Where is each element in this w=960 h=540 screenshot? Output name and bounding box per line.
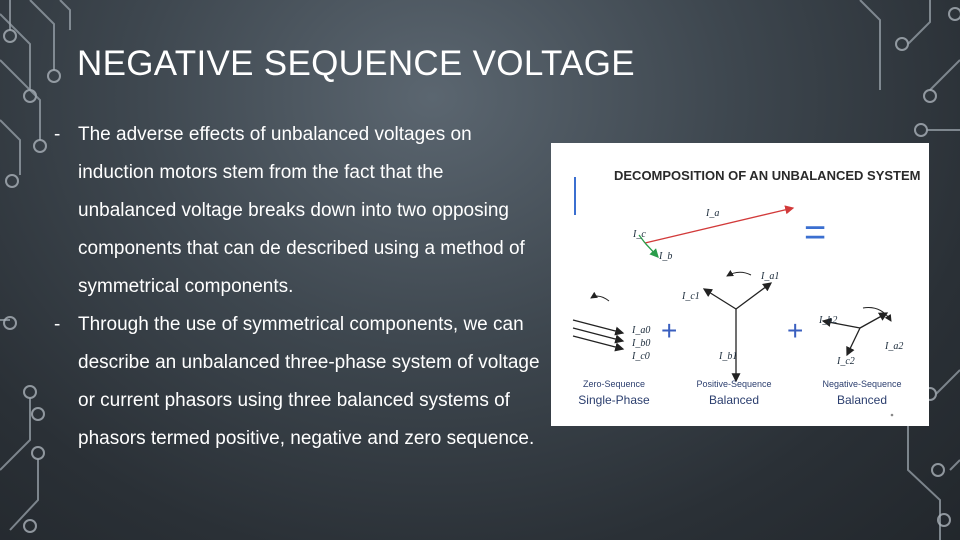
label-ia0: I_a0 — [631, 325, 650, 336]
label-ic1: I_c1 — [681, 291, 700, 302]
phasor-b0 — [572, 327, 625, 344]
bullet-list: - The adverse effects of unbalanced volt… — [52, 116, 542, 458]
slide-title: NEGATIVE SEQUENCE VOLTAGE — [77, 44, 635, 83]
phasor-ic2 — [846, 327, 861, 357]
label-ib: I_b — [658, 251, 672, 262]
plus-sign: + — [787, 315, 803, 346]
label-ib1: I_b1 — [718, 351, 737, 362]
bullet-text: The adverse effects of unbalanced voltag… — [78, 124, 525, 297]
rotation-arrow-zero — [590, 291, 610, 302]
figure-heading: DECOMPOSITION OF AN UNBALANCED SYSTEM — [614, 168, 920, 183]
label-ia2: I_a2 — [884, 341, 903, 352]
bullet-text: Through the use of symmetrical component… — [78, 314, 540, 449]
label-ib0: I_b0 — [631, 338, 650, 349]
label-ia1: I_a1 — [760, 271, 779, 282]
bullet-marker: - — [54, 314, 61, 335]
bullet-item: - The adverse effects of unbalanced volt… — [52, 116, 542, 306]
caption-positive-line1: Positive-Sequence — [696, 379, 771, 389]
equals-sign: = — [804, 212, 826, 254]
plus-sign: + — [661, 315, 677, 346]
caption-negative-line2: Balanced — [837, 393, 887, 407]
phasor-ia — [644, 205, 795, 244]
bullet-marker: - — [54, 124, 61, 145]
label-ia: I_a — [705, 208, 719, 219]
caption-negative-line1: Negative-Sequence — [822, 379, 901, 389]
rotation-arrow-positive — [726, 269, 752, 277]
decomposition-diagram: DECOMPOSITION OF AN UNBALANCED SYSTEM I_… — [572, 168, 920, 417]
label-ic0: I_c0 — [631, 351, 650, 362]
caption-zero-line2: Single-Phase — [578, 393, 650, 407]
decomposition-figure: DECOMPOSITION OF AN UNBALANCED SYSTEM I_… — [551, 143, 929, 426]
phasor-a0 — [572, 319, 625, 336]
caption-positive-line2: Balanced — [709, 393, 759, 407]
phasor-ia1 — [735, 282, 773, 310]
bullet-item: - Through the use of symmetrical compone… — [52, 306, 542, 458]
phasor-ic1 — [702, 288, 737, 310]
phasor-c0 — [572, 335, 625, 352]
phasor-ib2 — [821, 317, 861, 329]
rotation-arrow-negative — [862, 307, 892, 322]
caption-zero-line1: Zero-Sequence — [583, 379, 645, 389]
phasor-ic — [638, 234, 646, 244]
phasor-ib — [644, 242, 659, 258]
label-ic2: I_c2 — [836, 356, 855, 367]
phasor-ia2 — [859, 312, 889, 329]
label-ic: I_c — [632, 229, 646, 240]
label-ib2: I_b2 — [818, 315, 837, 326]
figure-dot — [890, 413, 894, 417]
